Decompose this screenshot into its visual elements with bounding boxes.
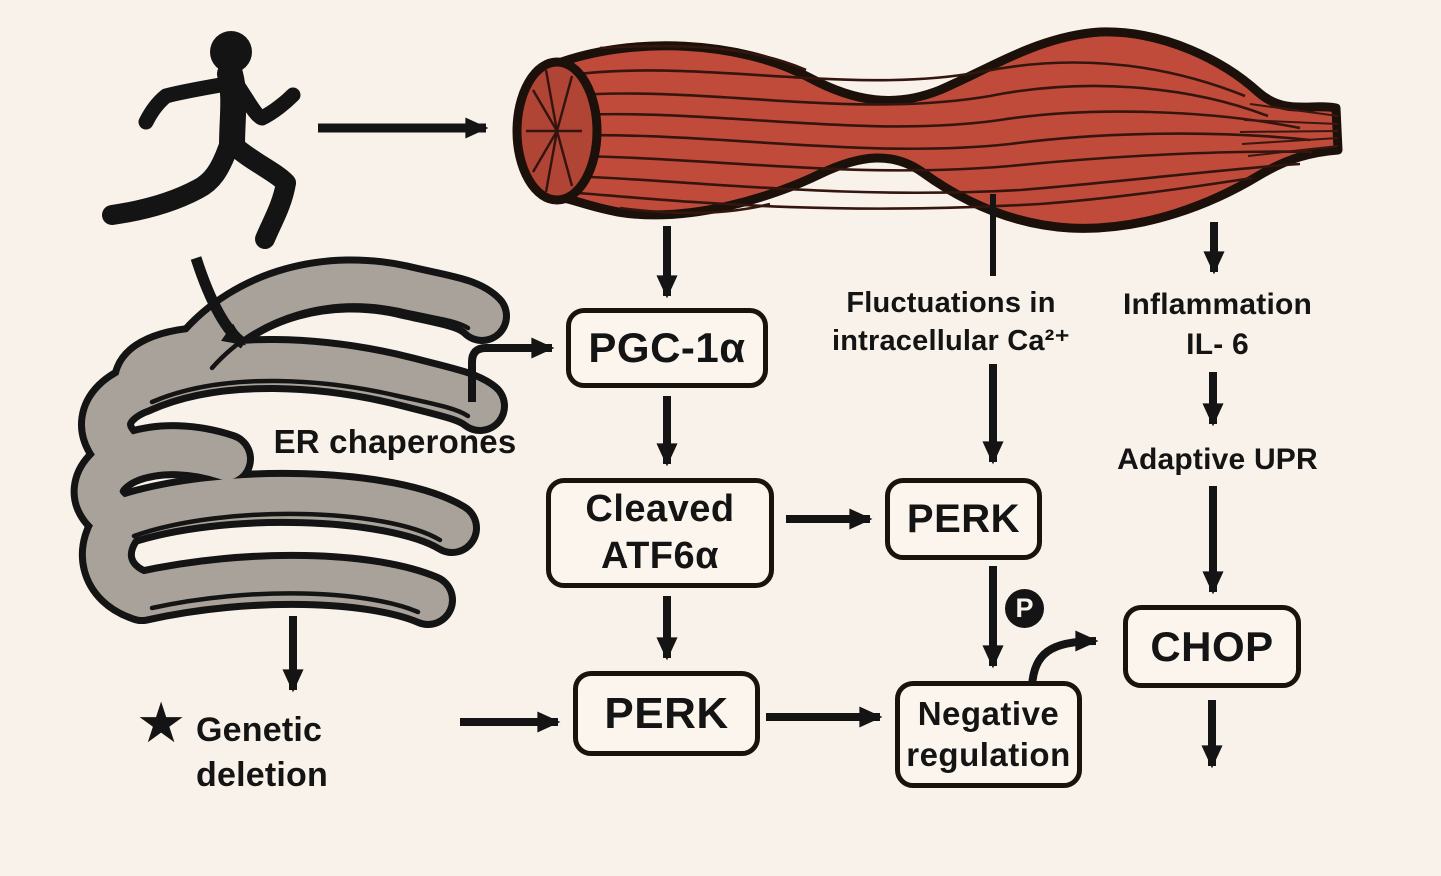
phospho-badge: P — [1005, 589, 1044, 628]
muscle-body — [551, 27, 1343, 233]
negative-regulation-line1: Negative — [917, 695, 1060, 733]
arrow-runner-to-er — [190, 256, 248, 349]
negative-regulation-box: Negative regulation — [895, 681, 1082, 788]
star-icon: ★ — [136, 691, 187, 756]
er-edge-detail — [131, 303, 471, 615]
cleaved-atf6a-box: Cleaved ATF6α — [546, 478, 774, 588]
inflammation-line1: Inflammation — [1122, 288, 1313, 321]
muscle-cap-hatching — [526, 69, 582, 193]
fluctuations-line1: Fluctuations in — [846, 287, 1056, 319]
fluctuations-ca-label: Fluctuations in intracellular Ca²⁺ — [810, 284, 1092, 361]
muscle-striations — [557, 44, 1313, 215]
runner-front-leg — [222, 134, 296, 249]
chop-box: CHOP — [1123, 605, 1301, 688]
pgc1a-box: PGC-1α — [566, 308, 768, 388]
arrow-negreg-to-chop — [1028, 630, 1099, 687]
adaptive-upr-label: Adaptive UPR — [1117, 443, 1318, 476]
runner-back-leg — [102, 138, 238, 225]
perk-lower-label: PERK — [604, 688, 729, 738]
muscle-tendon-fibres — [1239, 103, 1339, 157]
skeletal-muscle-icon — [512, 27, 1343, 233]
cleaved-atf6a-line1: Cleaved — [585, 487, 735, 530]
runner-front-arm — [230, 78, 301, 126]
cleaved-atf6a-line2: ATF6α — [600, 535, 720, 577]
inflammation-line2: IL- 6 — [1186, 327, 1249, 361]
perk-upper-label: PERK — [906, 496, 1021, 541]
er-chaperones-label: ER chaperones — [273, 423, 517, 460]
pgc1a-label: PGC-1α — [588, 324, 746, 371]
inflammation-label: Inflammation IL- 6 — [1095, 285, 1340, 364]
runner-back-arm — [138, 76, 234, 130]
connectors — [190, 117, 1225, 769]
perk-lower-box: PERK — [573, 671, 760, 756]
negative-regulation-line2: regulation — [906, 735, 1071, 773]
running-person-icon — [102, 31, 301, 249]
fluctuations-line2: intracellular Ca²⁺ — [831, 325, 1071, 358]
chop-label: CHOP — [1150, 622, 1274, 670]
arrow-er-to-pgc1a — [468, 337, 555, 402]
genetic-deletion-label: Genetic deletion — [196, 711, 328, 794]
perk-upper-box: PERK — [885, 478, 1042, 560]
endoplasmic-reticulum-icon — [70, 256, 510, 628]
runner-head — [210, 31, 252, 73]
er-membrane — [77, 263, 503, 621]
